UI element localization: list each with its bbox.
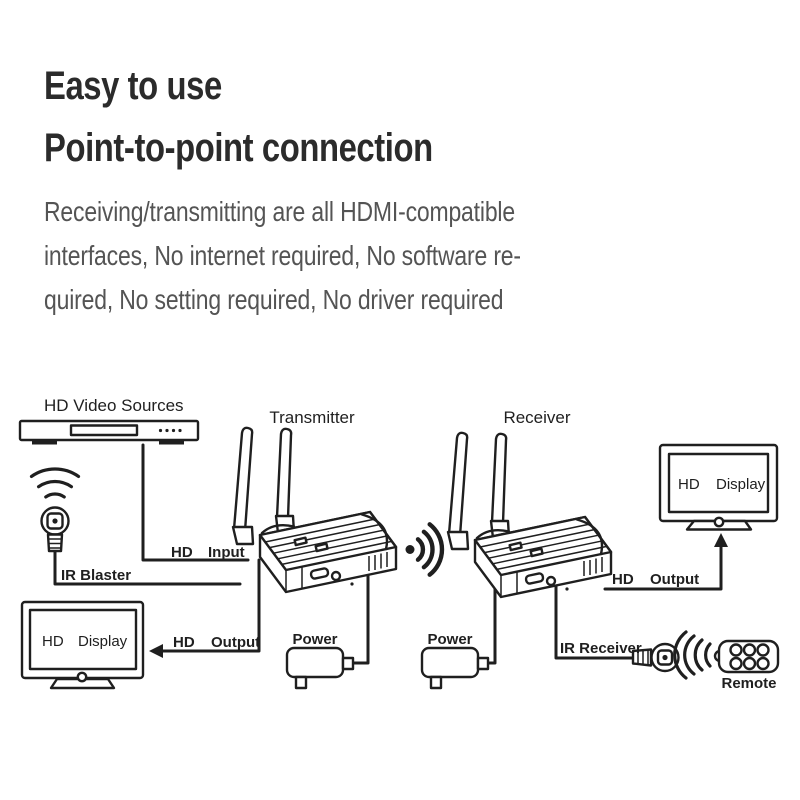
remote-control-icon bbox=[713, 639, 780, 674]
hd-input-wire bbox=[141, 443, 250, 562]
ir-blaster-label: IR Blaster bbox=[61, 567, 131, 584]
hd-output-arrow-transmitter bbox=[149, 558, 261, 658]
receiver-device bbox=[446, 431, 613, 599]
display-bottom-label-word: Display bbox=[78, 633, 128, 650]
hd-input-label-hd: HD bbox=[171, 544, 193, 561]
page-subtitle: Point-to-point connection bbox=[44, 126, 518, 171]
hd-input-label-word: Input bbox=[208, 544, 245, 561]
power-adapter-icon-transmitter bbox=[285, 646, 355, 690]
ir-receiver-wire bbox=[554, 584, 635, 660]
display-top-label-word: Display bbox=[716, 476, 766, 493]
transmitter-device bbox=[231, 426, 398, 594]
hd-output-tx-label-hd: HD bbox=[173, 634, 195, 651]
ir-blaster-icon bbox=[40, 506, 70, 553]
display-bottom-label-hd: HD bbox=[42, 633, 64, 650]
ir-receiver-label: IR Receiver bbox=[560, 640, 642, 657]
ir-blaster-wire bbox=[53, 549, 242, 586]
wifi-arcs-icon bbox=[29, 467, 81, 499]
ir-arcs-icon bbox=[673, 630, 712, 680]
page-title: Easy to use bbox=[44, 64, 261, 109]
remote-label: Remote bbox=[721, 675, 776, 692]
signal-waves-icon bbox=[405, 522, 445, 577]
page-title-text: Easy to use bbox=[44, 64, 222, 108]
transmitter-label: Transmitter bbox=[269, 408, 355, 427]
power-label-transmitter: Power bbox=[292, 631, 337, 648]
hd-output-tx-label-word: Output bbox=[211, 634, 260, 651]
tv-display-icon-bottom bbox=[20, 600, 145, 690]
hd-video-sources-label: HD Video Sources bbox=[44, 396, 184, 415]
ir-receiver-icon bbox=[631, 642, 680, 673]
power-label-receiver: Power bbox=[427, 631, 472, 648]
description-line: Receiving/transmitting are all HDMI-comp… bbox=[44, 196, 515, 227]
display-top-label-hd: HD bbox=[678, 476, 700, 493]
media-player-icon bbox=[18, 419, 200, 445]
tv-display-icon-top bbox=[658, 443, 779, 531]
description-line: quired, No setting required, No driver r… bbox=[44, 284, 504, 315]
page-subtitle-text: Point-to-point connection bbox=[44, 126, 433, 170]
power-adapter-icon-receiver bbox=[420, 646, 490, 690]
description-line: interfaces, No internet required, No sof… bbox=[44, 240, 521, 271]
power-wire-transmitter bbox=[351, 572, 370, 665]
receiver-label: Receiver bbox=[503, 408, 570, 427]
hd-output-rx-label-word: Output bbox=[650, 571, 699, 588]
hd-output-arrow-receiver bbox=[603, 533, 728, 591]
hd-output-rx-label-hd: HD bbox=[612, 571, 634, 588]
power-wire-receiver bbox=[486, 586, 497, 665]
